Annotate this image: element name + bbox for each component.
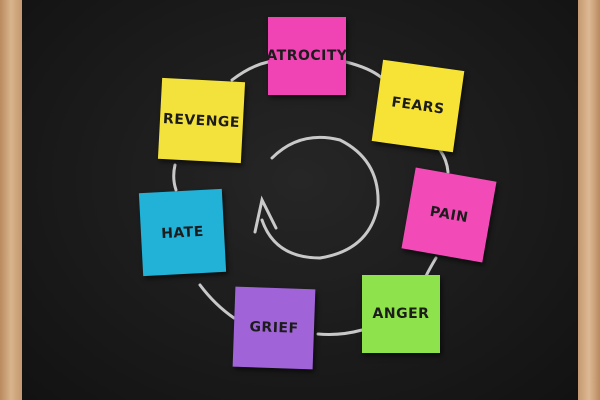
wooden-frame-right — [578, 0, 600, 400]
sticky-note-hate: HATE — [138, 188, 227, 277]
sticky-note-atrocity: ATROCITY — [266, 17, 348, 95]
inner-chalk-arrow-circle — [260, 135, 380, 260]
note-label: ATROCITY — [266, 48, 348, 64]
chalk-arrowhead — [253, 195, 278, 234]
note-label: ANGER — [372, 306, 430, 322]
outer-chalk-circle — [172, 60, 450, 336]
sticky-note-anger: ANGER — [362, 275, 440, 353]
sticky-note-revenge: REVENGE — [157, 77, 246, 164]
note-label: GRIEF — [249, 319, 299, 337]
sticky-note-grief: GRIEF — [232, 286, 316, 370]
note-label: REVENGE — [162, 110, 241, 131]
sticky-note-pain: PAIN — [401, 167, 497, 263]
note-label: HATE — [160, 223, 205, 242]
wooden-frame-left — [0, 0, 22, 400]
sticky-note-fears: FEARS — [371, 59, 465, 153]
note-label: FEARS — [390, 94, 446, 118]
note-label: PAIN — [428, 203, 470, 227]
